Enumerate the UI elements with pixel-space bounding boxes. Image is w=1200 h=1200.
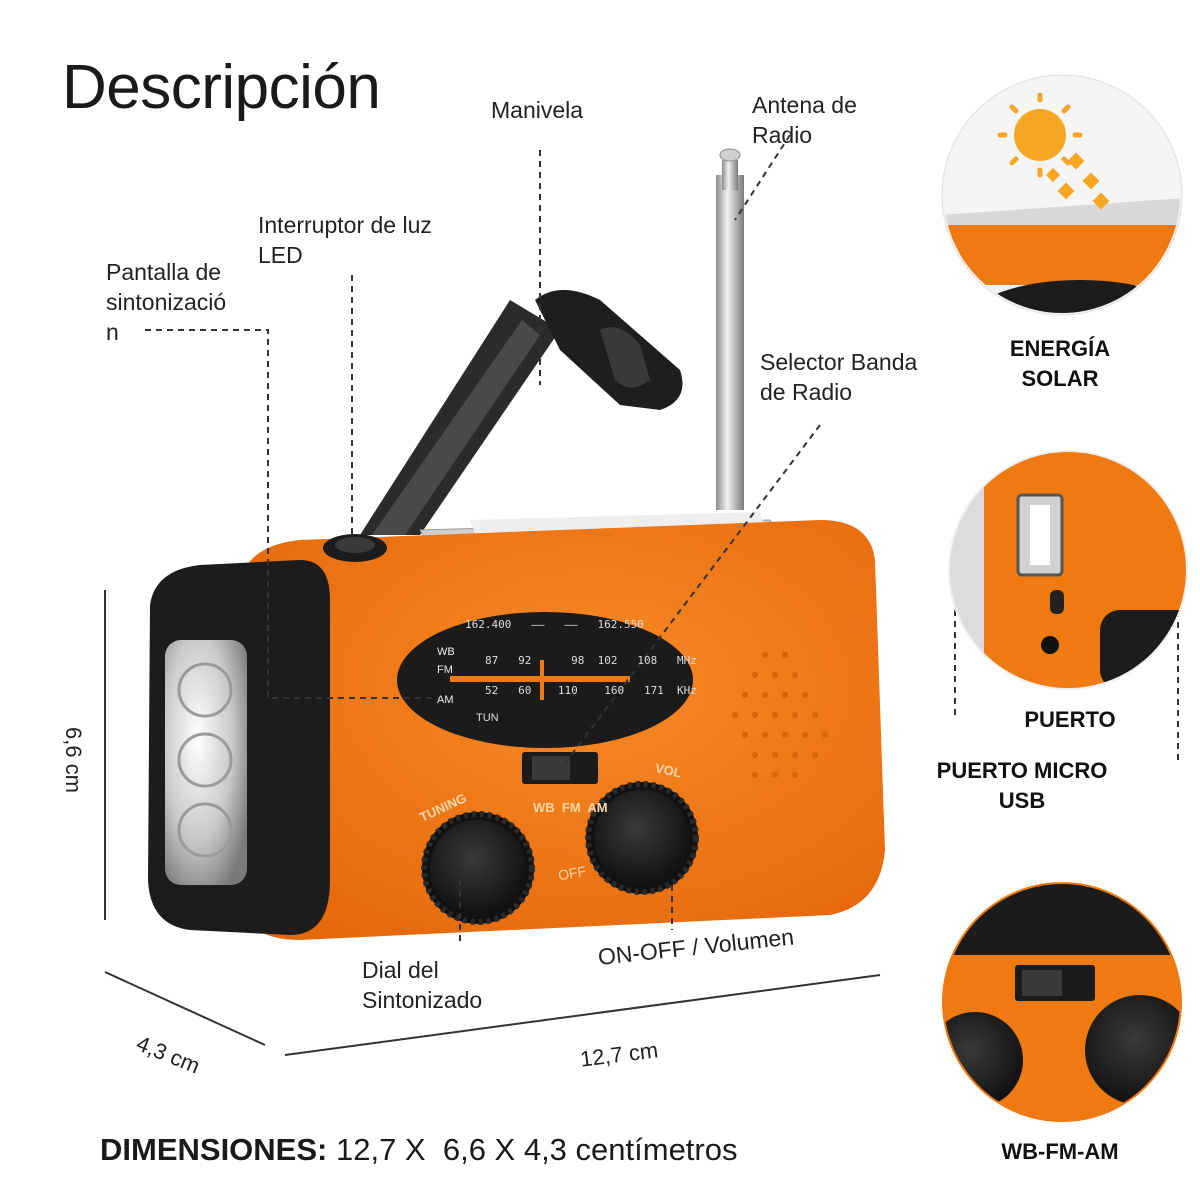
callout-interruptor-2: LED xyxy=(258,242,303,268)
tuning-knob xyxy=(421,811,535,925)
antenna xyxy=(716,148,744,510)
dimension-lines xyxy=(104,590,881,1056)
callout-pantalla-2: sintonizació xyxy=(106,289,227,315)
switch-band-labels: WB FM AM xyxy=(533,800,608,815)
micro-usb-label-2: USB xyxy=(998,788,1046,813)
band-label-wb: WB xyxy=(437,646,455,658)
tun-label: TUN xyxy=(476,712,499,724)
callout-dial-2: Sintonizado xyxy=(362,987,483,1013)
speaker-grille xyxy=(732,652,828,778)
solar-circle xyxy=(941,74,1183,316)
dimensions-summary: DIMENSIONES: 12,7 X 6,6 X 4,3 centímetro… xyxy=(100,1132,738,1168)
band-circle xyxy=(942,882,1182,1122)
band-label-am: AM xyxy=(437,694,454,706)
callout-pantalla-1: Pantalla de xyxy=(106,259,222,285)
page-title: Descripción xyxy=(62,53,381,122)
micro-usb-port xyxy=(1050,590,1064,614)
solar-label-2: SOLAR xyxy=(1021,366,1099,391)
dimensions-summary-label: DIMENSIONES: xyxy=(100,1132,328,1167)
volume-knob xyxy=(585,781,699,895)
crank-handle xyxy=(360,290,683,535)
dimension-height: 6,6 cm xyxy=(61,726,87,794)
callout-dial-1: Dial del xyxy=(362,957,439,983)
usb-label: PUERTO xyxy=(1024,707,1116,732)
callout-antena-2: Radio xyxy=(752,122,813,148)
usb-circle xyxy=(948,450,1188,690)
callout-selector-2: de Radio xyxy=(760,379,853,405)
scale-wb: 162.400 —— —— 162.550 xyxy=(465,618,644,631)
flashlight-lens xyxy=(165,640,247,885)
scale-fm: 87 92 98 102 108 MHz xyxy=(485,654,697,667)
scale-am: 52 60 110 160 171 KHz xyxy=(485,684,697,697)
callout-pantalla-3: n xyxy=(106,319,119,345)
sun-icon xyxy=(1014,109,1066,161)
callout-interruptor-1: Interruptor de luz xyxy=(258,212,432,238)
micro-usb-label-1: PUERTO MICRO xyxy=(936,758,1108,783)
callout-manivela: Manivela xyxy=(491,97,584,123)
dimensions-summary-value: 12,7 X 6,6 X 4,3 centímetros xyxy=(335,1132,738,1167)
band-label: WB-FM-AM xyxy=(1001,1139,1119,1164)
band-label-fm: FM xyxy=(437,664,453,676)
solar-label-1: ENERGÍA xyxy=(1009,336,1111,361)
callout-antena-1: Antena de xyxy=(752,92,857,118)
callout-selector-1: Selector Banda xyxy=(760,349,918,375)
